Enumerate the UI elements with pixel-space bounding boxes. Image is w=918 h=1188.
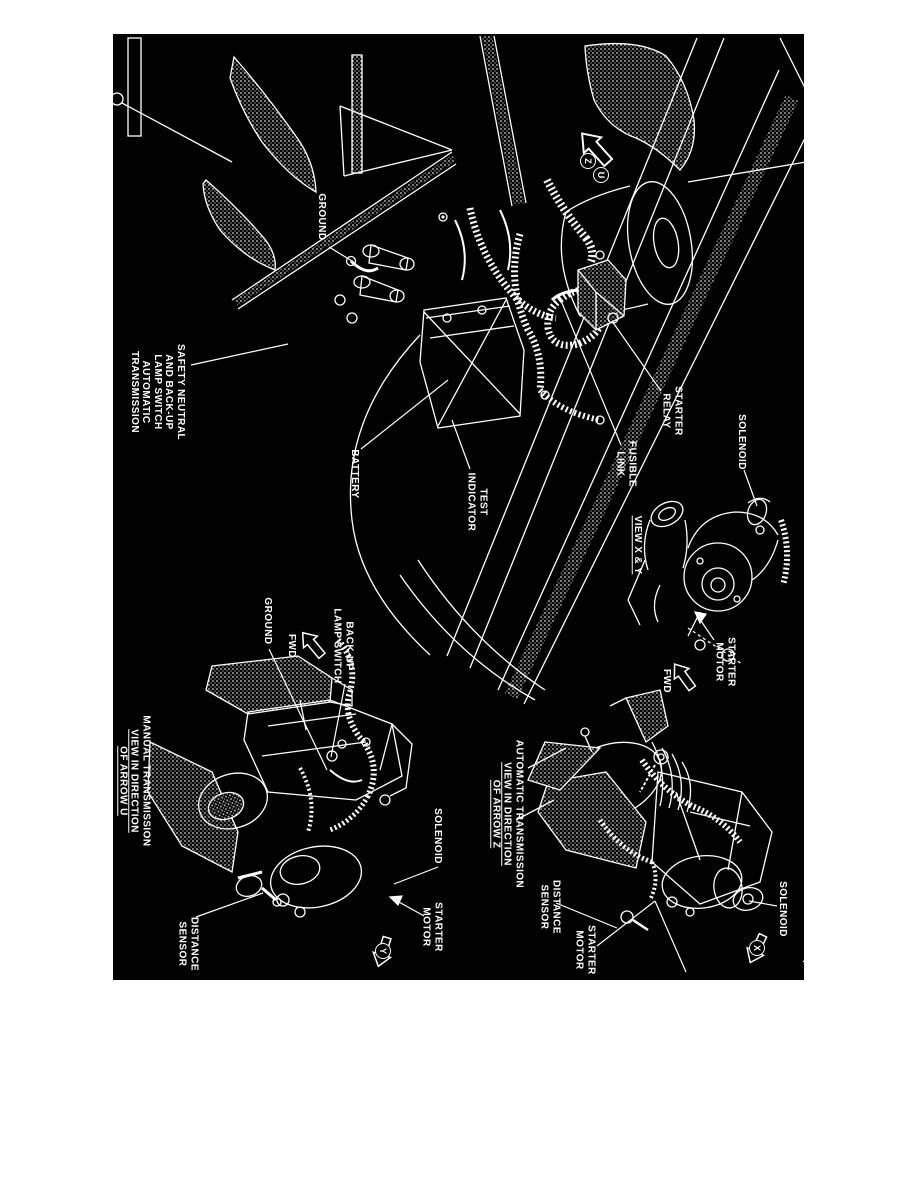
- label-line: OF ARROW Z: [490, 779, 502, 849]
- label-line: GROUND: [261, 597, 273, 645]
- label-starter-motor-automatic: STARTER MOTOR: [574, 925, 597, 975]
- label-solenoid-automatic: SOLENOID: [776, 881, 788, 937]
- label-view-x-y: VIEW X & Y: [631, 516, 643, 575]
- label-line: FUSIBLE: [626, 441, 638, 487]
- label-line: SENSOR: [177, 921, 188, 967]
- label-line: MOTOR: [574, 930, 585, 970]
- label-line: TRANSMISSION: [128, 350, 140, 434]
- label-safety-neutral-switch: SAFETY NEUTRAL AND BACK-UP LAMP SWITCH A…: [128, 344, 186, 440]
- label-backup-lamp-switch: BACK-UP LAMP SWITCH: [332, 608, 355, 683]
- label-line: AUTOMATIC: [140, 360, 152, 424]
- label-line: BACK-UP: [343, 621, 355, 671]
- label-solenoid-manual: SOLENOID: [431, 808, 443, 864]
- label-line: GROUND: [315, 193, 327, 241]
- label-line: STARTER: [672, 386, 684, 436]
- label-starter-motor-view-xy: STARTER MOTOR: [714, 637, 737, 687]
- label-line: SAFETY NEUTRAL: [174, 343, 186, 441]
- label-line: SOLENOID: [776, 881, 788, 937]
- label-ground-main: GROUND: [315, 193, 327, 240]
- arrow-letter-u: U: [593, 167, 609, 183]
- label-manual-view-title: MANUAL TRANSMISSION VIEW IN DIRECTION OF…: [117, 715, 152, 847]
- label-line: STARTER: [432, 902, 444, 952]
- label-line: SENSOR: [539, 884, 550, 930]
- label-line: DISTANCE: [188, 917, 200, 971]
- label-line: OF ARROW U: [117, 746, 129, 816]
- label-line: LINK: [615, 451, 626, 477]
- label-distance-sensor-manual: DISTANCE SENSOR: [177, 917, 200, 971]
- label-line: FWD: [660, 668, 672, 694]
- label-line: LAMP SWITCH: [151, 354, 163, 430]
- label-line: LAMP SWITCH: [332, 608, 343, 684]
- label-solenoid-view-xy: SOLENOID: [735, 414, 747, 470]
- label-line: VIEW IN DIRECTION: [501, 762, 513, 866]
- label-line: INDICATOR: [466, 472, 477, 532]
- label-line: BATTERY: [348, 449, 360, 499]
- label-line: MOTOR: [714, 642, 725, 682]
- arrow-letter-z: Z: [580, 153, 596, 169]
- label-line: SOLENOID: [431, 808, 443, 864]
- label-line: VIEW IN DIRECTION: [128, 729, 140, 833]
- label-line: RELAY: [661, 393, 672, 429]
- label-line: FWD: [285, 633, 297, 659]
- label-fusible-link: FUSIBLE LINK: [615, 441, 638, 487]
- label-line: TEST: [477, 488, 489, 516]
- arrow-letter-x: X: [749, 940, 765, 956]
- label-test-indicator: TEST INDICATOR: [466, 473, 489, 532]
- label-fwd-manual: FWD: [285, 634, 297, 658]
- label-starter-motor-manual: STARTER MOTOR: [421, 902, 444, 952]
- label-starter-relay: STARTER RELAY: [661, 386, 684, 436]
- label-fwd-view-xy: FWD: [660, 669, 672, 693]
- label-line: VIEW X & Y: [631, 515, 643, 575]
- label-line: AND BACK-UP: [163, 354, 175, 430]
- label-battery: BATTERY: [348, 449, 360, 498]
- figure-plate: [113, 34, 804, 980]
- label-line: DISTANCE: [550, 880, 562, 934]
- label-line: MANUAL TRANSMISSION: [140, 715, 152, 847]
- label-automatic-view-title: AUTOMATIC TRANSMISSION VIEW IN DIRECTION…: [490, 739, 525, 889]
- arrow-letter-y: Y: [375, 943, 391, 959]
- label-line: STARTER: [725, 637, 737, 687]
- label-line: AUTOMATIC TRANSMISSION: [513, 739, 525, 889]
- label-ground-manual: GROUND: [261, 597, 273, 644]
- label-line: SOLENOID: [735, 414, 747, 470]
- label-line: MOTOR: [421, 907, 432, 947]
- label-line: STARTER: [585, 925, 597, 975]
- label-distance-sensor-automatic: DISTANCE SENSOR: [539, 880, 562, 934]
